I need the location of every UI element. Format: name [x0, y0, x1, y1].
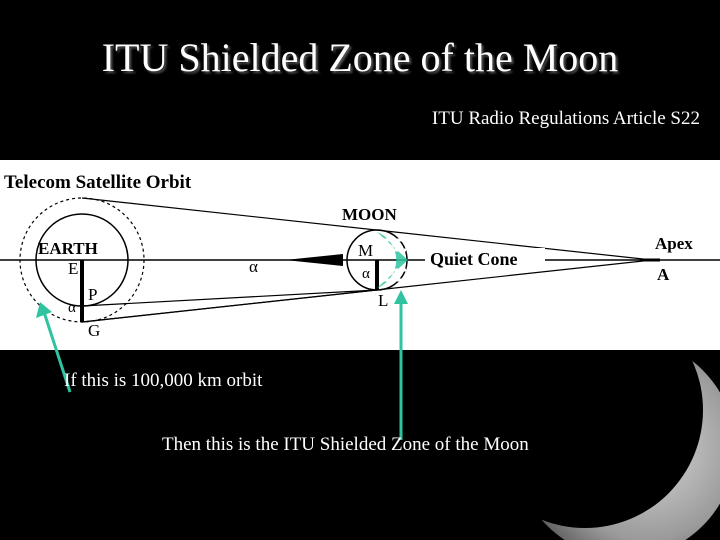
orbit-tangent-upper — [81, 197, 653, 261]
orbit-label: Telecom Satellite Orbit — [4, 172, 192, 193]
angle-wedge — [285, 254, 343, 266]
quiet-cone-label: Quiet Cone — [430, 249, 518, 269]
point-e-label: E — [68, 259, 78, 278]
point-a-label: A — [657, 265, 670, 284]
moon-label: MOON — [342, 205, 397, 224]
quiet-cone-label-bg — [425, 248, 545, 270]
crescent-moon — [515, 338, 720, 540]
point-g-label: G — [88, 321, 100, 340]
shielded-zone-fill — [377, 232, 408, 288]
orbit-arrow-head — [36, 302, 52, 318]
alpha-moon-label: α — [362, 266, 370, 282]
apex-label: Apex — [655, 234, 693, 253]
alpha-earth-label: α — [68, 300, 76, 316]
point-p-label: P — [88, 285, 97, 304]
point-l-label: L — [378, 291, 388, 310]
g-to-l-line — [81, 289, 378, 323]
earth-tangent-lower — [81, 289, 378, 307]
earth-label: EARTH — [38, 239, 98, 258]
zone-arrow-head — [394, 290, 408, 304]
alpha-mid-label: α — [249, 257, 258, 276]
orbit-annotation: If this is 100,000 km orbit — [64, 370, 263, 391]
zone-annotation: Then this is the ITU Shielded Zone of th… — [162, 434, 529, 455]
point-m-label: M — [358, 241, 373, 260]
page-title: ITU Shielded Zone of the Moon — [101, 35, 619, 80]
orbit-arrow-shaft — [42, 311, 72, 393]
diagram-svg: Telecom Satellite Orbit MOON EARTH E P G… — [0, 172, 720, 340]
shielded-zone-diagram: Telecom Satellite Orbit MOON EARTH E P G… — [0, 160, 720, 350]
page-subtitle: ITU Radio Regulations Article S22 — [431, 108, 700, 129]
